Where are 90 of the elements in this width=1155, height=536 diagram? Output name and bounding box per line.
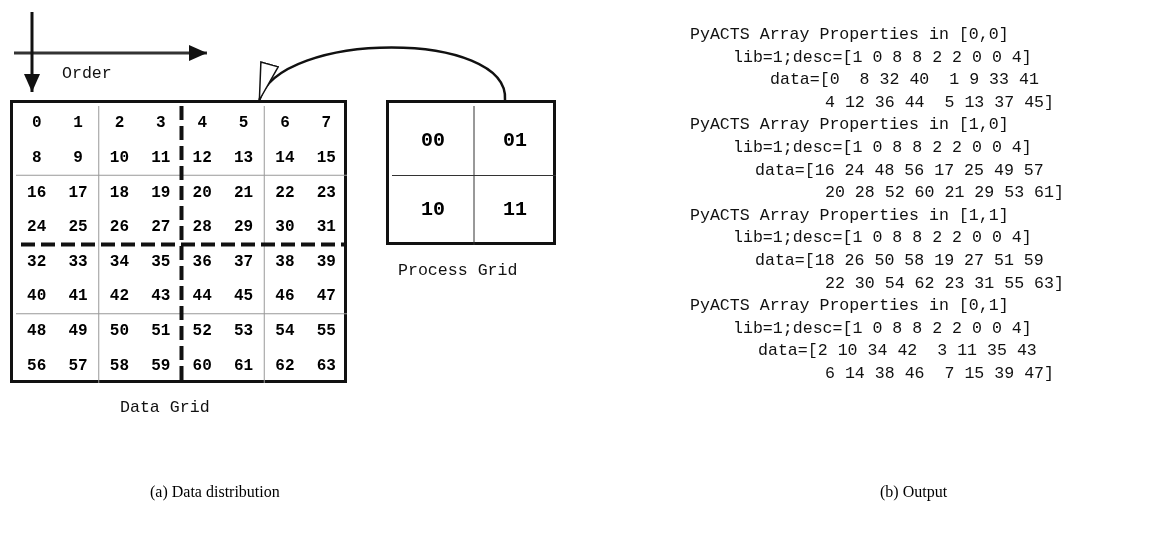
- output-line: PyACTS Array Properties in [0,0]: [690, 27, 1009, 44]
- grid-caption: Process Grid: [398, 263, 518, 280]
- grid-number: 44: [192, 288, 212, 305]
- output-line: lib=1;desc=[1 0 8 8 2 2 0 0 4]: [733, 230, 1032, 247]
- output-line: data=[16 24 48 56 17 25 49 57: [755, 162, 1044, 180]
- grid-number: 16: [27, 184, 47, 201]
- grid-number: 25: [68, 219, 88, 236]
- grid-number: 53: [233, 323, 254, 340]
- grid-number: 19: [151, 184, 171, 201]
- grid-number: 51: [151, 323, 171, 340]
- grid-number: 47: [316, 288, 336, 305]
- grid-number: 56: [27, 357, 47, 374]
- grid-number: 40: [27, 288, 47, 305]
- grid-number: 28: [192, 219, 212, 236]
- grid-number: 59: [151, 357, 171, 374]
- grid-number: 52: [192, 323, 212, 340]
- grid-caption: Data Grid: [120, 400, 210, 417]
- grid-number: 0: [31, 115, 42, 132]
- grid-number: 23: [316, 184, 336, 201]
- grid-number: 3: [156, 115, 166, 132]
- grid-number: 35: [151, 253, 171, 270]
- grid-number: 18: [109, 184, 130, 201]
- grid-number: 00: [421, 130, 445, 151]
- grid-number: 57: [68, 357, 88, 374]
- grid-number: 11: [503, 200, 527, 221]
- output-line: data=[2 10 34 42 3 11 35 43: [758, 343, 1037, 360]
- grid-number: 50: [109, 323, 130, 340]
- grid-number: 2: [114, 115, 125, 132]
- grid-number: 43: [151, 288, 171, 305]
- grid-number: 22: [275, 184, 295, 201]
- output-line: PyACTS Array Properties in [1,1]: [690, 207, 1009, 225]
- grid-number: 38: [275, 253, 295, 270]
- grid-number: 7: [321, 115, 332, 132]
- grid-number: 48: [27, 323, 47, 340]
- grid-number: 29: [233, 219, 254, 236]
- figure-caption: (b) Output: [880, 483, 948, 501]
- grid-number: 01: [503, 130, 527, 151]
- grid-number: 13: [233, 149, 254, 166]
- grid-number: 6: [280, 115, 290, 132]
- grid-number: 12: [192, 149, 212, 166]
- grid-number: 11: [151, 149, 171, 166]
- grid-number: 42: [109, 288, 130, 305]
- grid-number: 1: [73, 115, 83, 132]
- output-line: PyACTS Array Properties in [0,1]: [690, 298, 1009, 315]
- output-line: data=[0 8 32 40 1 9 33 41: [770, 72, 1039, 89]
- grid-number: 61: [233, 357, 254, 374]
- grid-number: 39: [316, 253, 336, 270]
- output-line: lib=1;desc=[1 0 8 8 2 2 0 0 4]: [733, 49, 1032, 67]
- grid-number: 36: [192, 253, 212, 270]
- grid-number: 14: [275, 149, 295, 166]
- grid-number: 58: [109, 357, 130, 374]
- output-line: PyACTS Array Properties in [1,0]: [690, 117, 1009, 134]
- grid-number: 31: [316, 219, 336, 236]
- grid-number: 33: [68, 253, 88, 270]
- grid-number: 27: [151, 219, 171, 236]
- grid-number: 62: [275, 357, 295, 374]
- grid-number: 10: [109, 149, 130, 166]
- output-line: 6 14 38 46 7 15 39 47]: [825, 366, 1055, 383]
- grid-number: 8: [31, 149, 42, 166]
- grid-number: 32: [27, 253, 47, 270]
- grid-number: 55: [316, 323, 336, 340]
- grid-number: 26: [109, 219, 130, 236]
- grid-number: 10: [421, 200, 445, 221]
- grid-number: 9: [73, 149, 83, 166]
- grid-number: 21: [233, 184, 254, 201]
- grid-number: 60: [192, 357, 212, 374]
- axis-label: Order: [62, 66, 112, 83]
- output-line: 20 28 52 60 21 29 53 61]: [825, 185, 1064, 202]
- grid-number: 24: [27, 219, 47, 236]
- output-line: 22 30 54 62 23 31 55 63]: [825, 275, 1064, 293]
- output-line: 4 12 36 44 5 13 37 45]: [825, 94, 1055, 112]
- curved-arrow: [258, 46, 507, 101]
- grid-number: 5: [238, 115, 249, 132]
- output-line: lib=1;desc=[1 0 8 8 2 2 0 0 4]: [733, 140, 1032, 157]
- grid-number: 63: [316, 357, 336, 374]
- output-line: data=[18 26 50 58 19 27 51 59: [755, 253, 1044, 270]
- grid-number: 30: [275, 219, 295, 236]
- grid-number: 34: [109, 253, 130, 270]
- grid-number: 15: [316, 149, 336, 166]
- grid-number: 20: [192, 184, 212, 201]
- grid-number: 17: [68, 184, 88, 201]
- grid-number: 41: [68, 288, 88, 305]
- figure-caption: (a) Data distribution: [150, 483, 280, 501]
- grid-number: 37: [233, 253, 254, 270]
- grid-number: 4: [197, 115, 207, 132]
- grid-number: 54: [275, 323, 295, 340]
- output-line: lib=1;desc=[1 0 8 8 2 2 0 0 4]: [733, 320, 1032, 338]
- grid-number: 46: [275, 288, 295, 305]
- grid-number: 45: [233, 288, 254, 305]
- grid-number: 49: [68, 323, 88, 340]
